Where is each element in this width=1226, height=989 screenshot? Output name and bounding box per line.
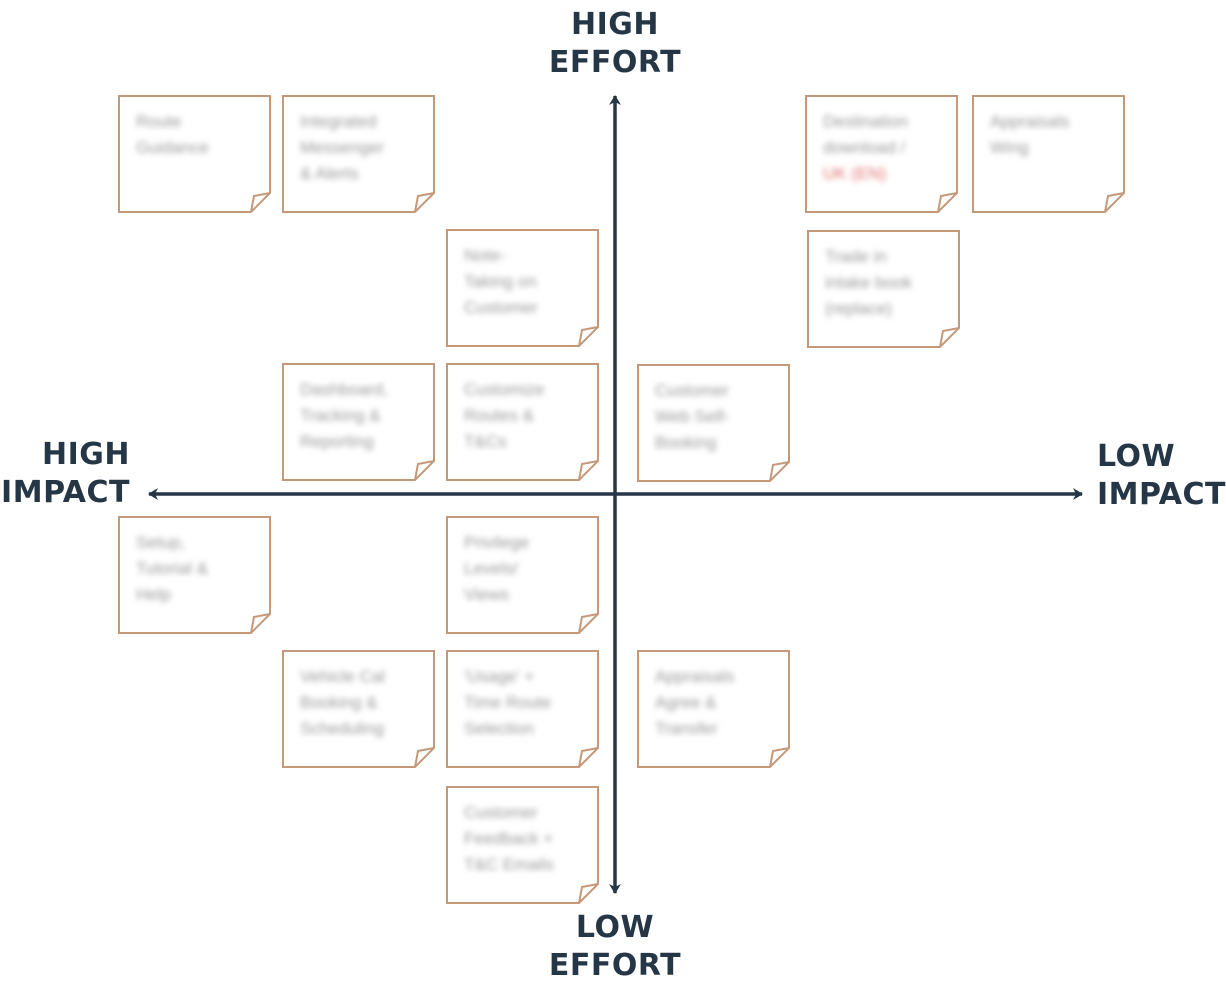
sticky-note-line: Routes & <box>464 406 534 425</box>
sticky-note-line: Transfer <box>655 719 718 738</box>
sticky-note-outline <box>446 650 599 768</box>
sticky-note-line: Integrated <box>300 112 377 131</box>
sticky-note-line: Dashboard, <box>300 380 388 399</box>
sticky-note-text: Trade in intake book (replace) <box>825 244 949 322</box>
high-effort-label: HIGH EFFORT <box>548 7 682 80</box>
sticky-note-line: Destination <box>823 112 909 131</box>
sticky-note-text: Setup, Tutorial & Help <box>136 530 260 608</box>
sticky-note-outline <box>282 363 435 481</box>
sticky-note-line: Web Self- <box>655 407 730 426</box>
sticky-note-outline <box>637 364 790 482</box>
sticky-note-outline <box>805 95 958 213</box>
sticky-note: Note- Taking on Customer <box>446 229 599 347</box>
sticky-note-line: Scheduling <box>300 719 385 738</box>
sticky-note-outline <box>118 95 271 213</box>
sticky-note-line: Booking & <box>300 693 378 712</box>
sticky-note-line: Booking <box>655 433 717 452</box>
sticky-note-line: Tracking & <box>300 406 381 425</box>
sticky-note-outline <box>972 95 1125 213</box>
sticky-note-line: Customer <box>655 381 729 400</box>
sticky-note-line: Views <box>464 585 510 604</box>
sticky-note-line: Vehicle Cal <box>300 667 386 686</box>
sticky-note-line: Appraisals <box>990 112 1070 131</box>
sticky-note-line: T&Cs <box>464 432 507 451</box>
sticky-note: Destination download / UK (EN) <box>805 95 958 213</box>
sticky-note-line: Reporting <box>300 432 374 451</box>
low-effort-label: LOW EFFORT <box>548 910 682 983</box>
sticky-note-line: Note- <box>464 246 506 265</box>
sticky-note-line: Customer <box>464 803 538 822</box>
sticky-note-line: Help <box>136 585 171 604</box>
sticky-note-line: Trade in <box>825 247 887 266</box>
sticky-note-line: Agree & <box>655 693 717 712</box>
sticky-note-outline <box>807 230 960 348</box>
sticky-note-line: Customer <box>464 298 538 317</box>
sticky-note: Setup, Tutorial & Help <box>118 516 271 634</box>
sticky-note-line: 'Usage' + <box>464 667 535 686</box>
low-impact-label: LOW IMPACT <box>1097 439 1226 512</box>
sticky-note-outline <box>282 650 435 768</box>
sticky-note-line: Customize <box>464 380 545 399</box>
sticky-note-outline <box>446 516 599 634</box>
sticky-note-line: Selection <box>464 719 534 738</box>
sticky-note-outline <box>446 363 599 481</box>
sticky-note-text: Dashboard, Tracking & Reporting <box>300 377 424 455</box>
sticky-note-line: & Alerts <box>300 164 359 183</box>
sticky-note-outline <box>446 786 599 904</box>
sticky-note-line: Levels/ <box>464 559 518 578</box>
sticky-note-line: Guidance <box>136 138 209 157</box>
sticky-note: Trade in intake book (replace) <box>807 230 960 348</box>
sticky-note-line: Taking on <box>464 272 537 291</box>
sticky-note-text: Destination download / UK (EN) <box>823 109 947 187</box>
sticky-note-outline <box>282 95 435 213</box>
sticky-note-line: intake book <box>825 273 912 292</box>
sticky-note-line: Appraisals <box>655 667 735 686</box>
sticky-note-line: Tutorial & <box>136 559 209 578</box>
sticky-note-line: (replace) <box>825 299 893 318</box>
sticky-note-line: Feedback + <box>464 829 554 848</box>
sticky-note-line: download / <box>823 138 906 157</box>
sticky-note-line: Time Route <box>464 693 552 712</box>
sticky-note-line: Messenger <box>300 138 385 157</box>
sticky-note-line: Route <box>136 112 182 131</box>
sticky-note-line: Setup, <box>136 533 186 552</box>
sticky-note-line: Wing <box>990 138 1029 157</box>
sticky-note-line: UK (EN) <box>823 164 887 183</box>
sticky-note-outline <box>118 516 271 634</box>
sticky-note-line: Privilege <box>464 533 530 552</box>
sticky-note-outline <box>637 650 790 768</box>
sticky-note-outline <box>446 229 599 347</box>
sticky-note-line: T&C Emails <box>464 855 554 874</box>
sticky-note: Dashboard, Tracking & Reporting <box>282 363 435 481</box>
high-impact-label: HIGH IMPACT <box>1 437 130 510</box>
sticky-note-text: Note- Taking on Customer <box>464 243 588 321</box>
